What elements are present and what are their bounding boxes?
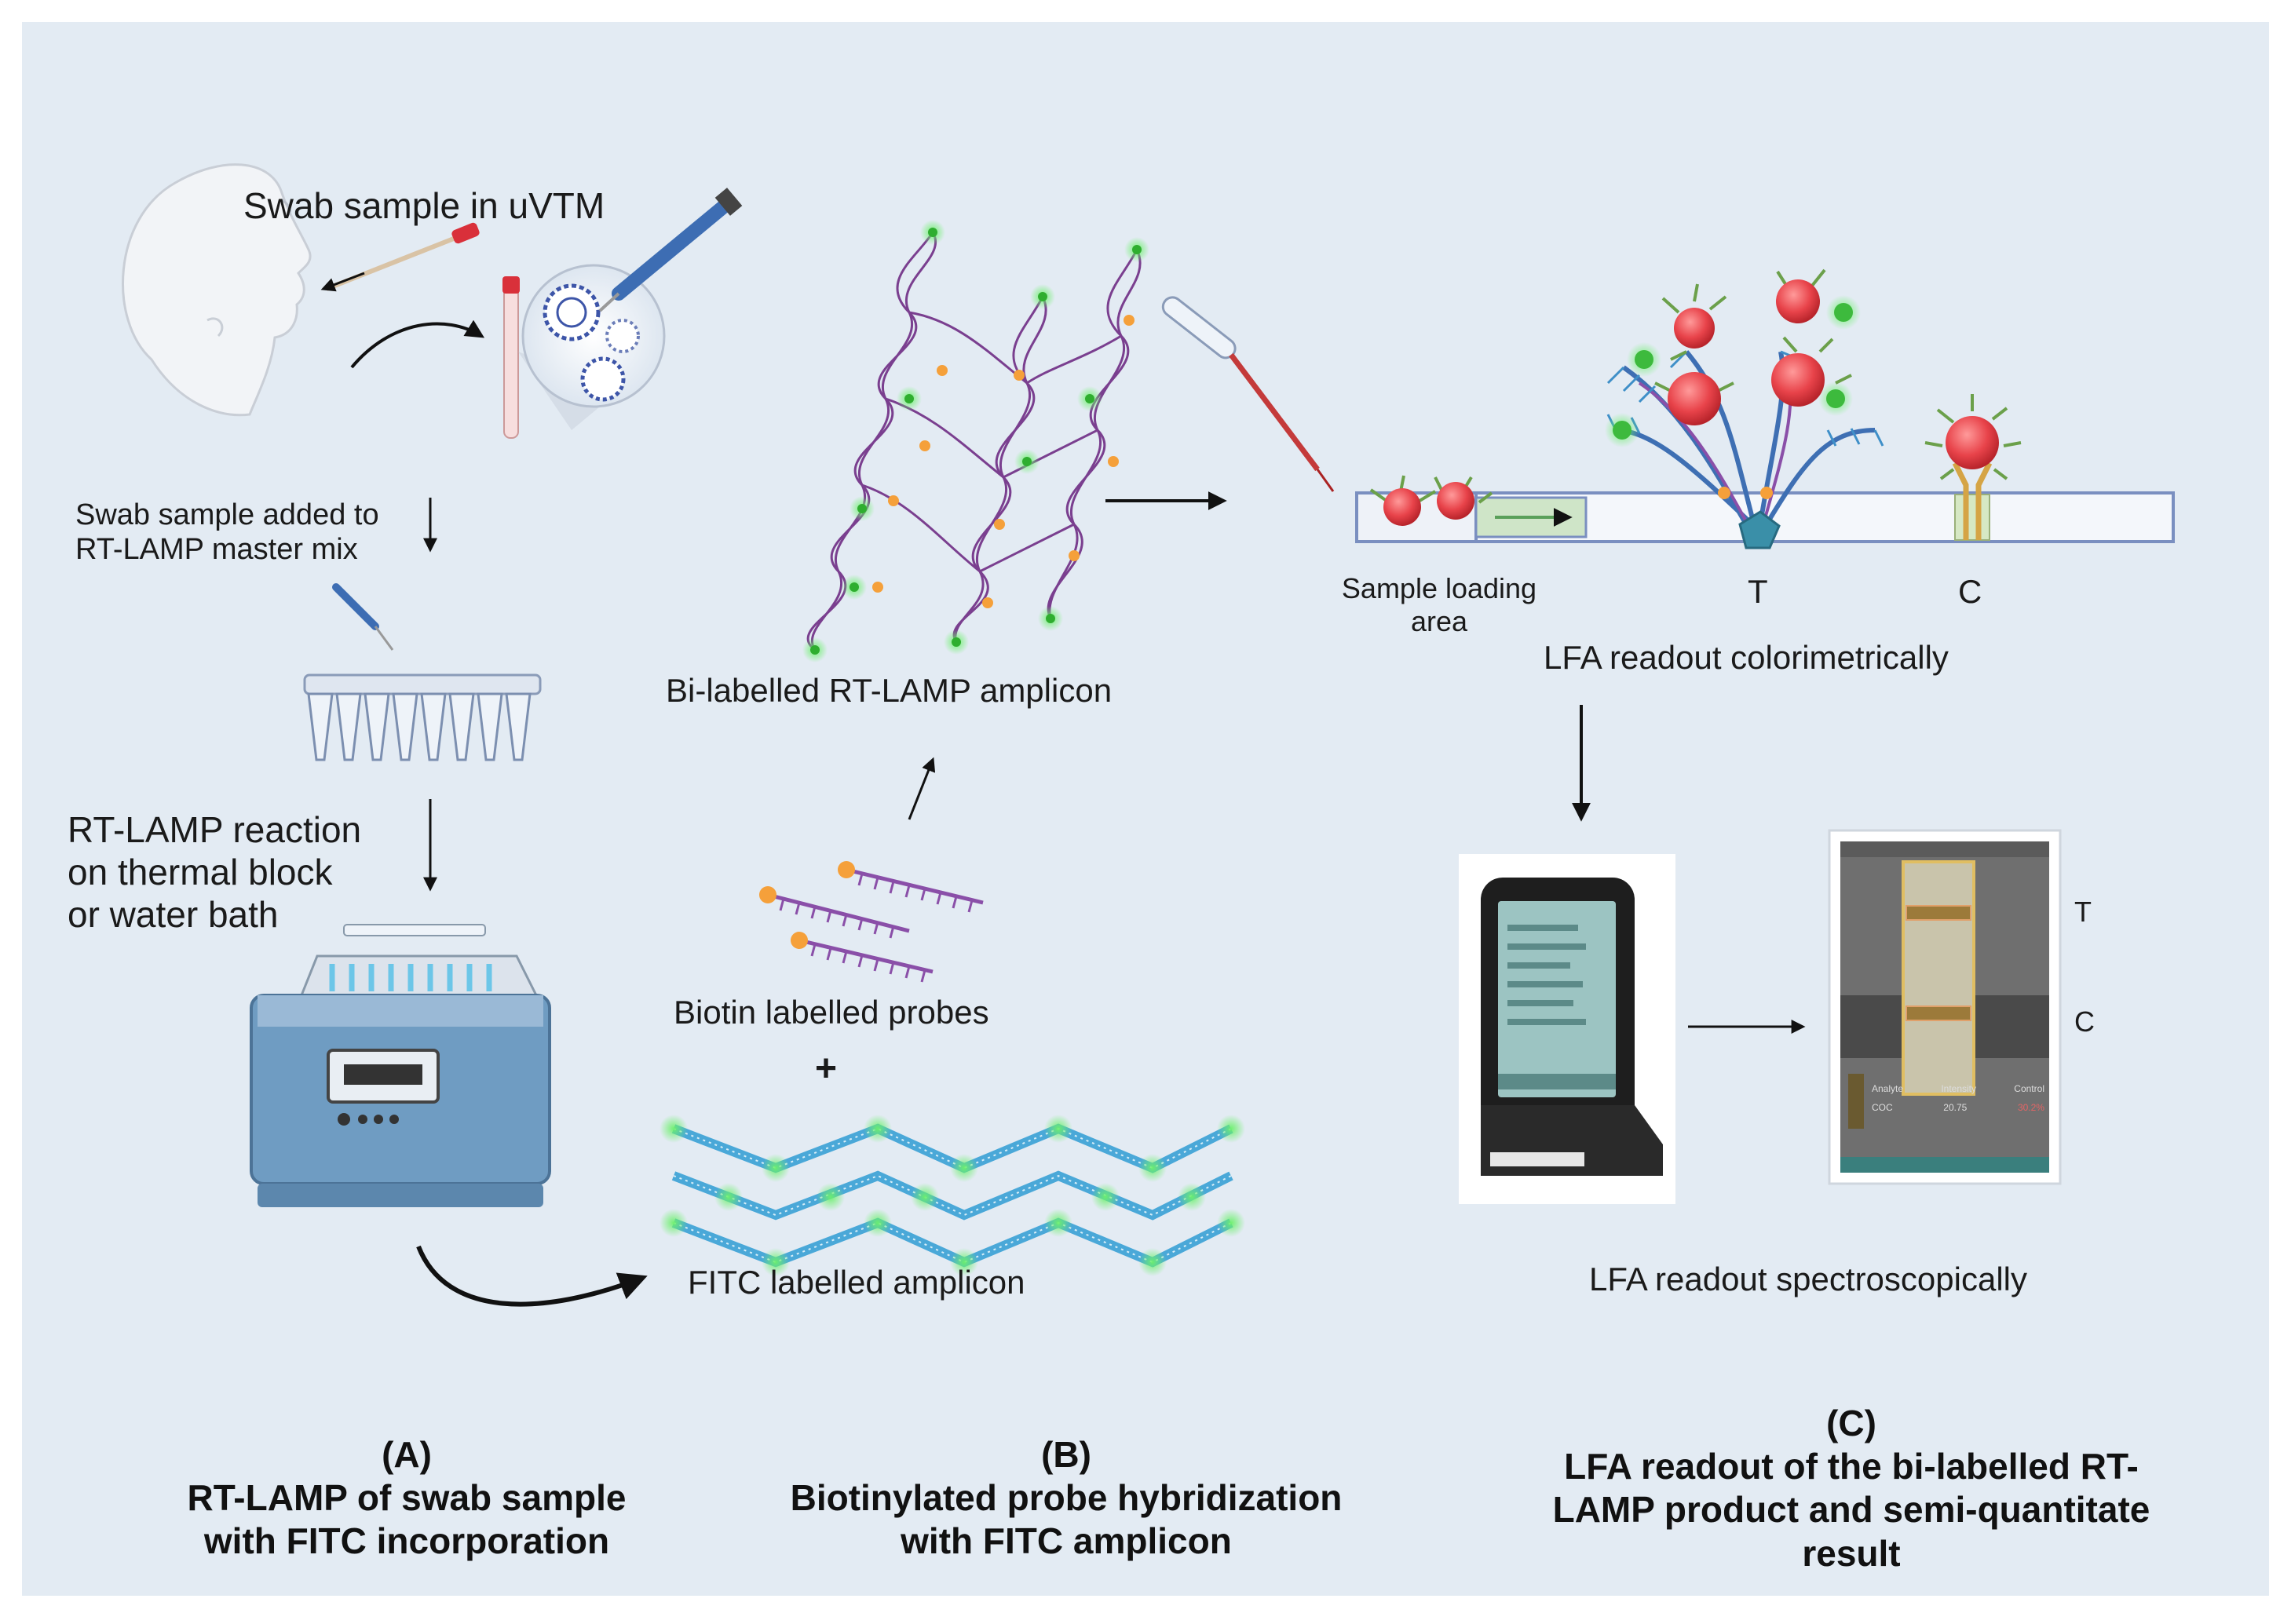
sample-pad-gold-particles bbox=[1369, 475, 1493, 526]
label-plus: + bbox=[815, 1048, 838, 1089]
caption-panel-a: (A) RT-LAMP of swab sample with FITC inc… bbox=[116, 1433, 697, 1564]
arrow-probes-up bbox=[908, 757, 936, 820]
label-reaction-line1: RT-LAMP reaction bbox=[68, 809, 362, 850]
dropper-pipette bbox=[1161, 296, 1335, 492]
caption-c-letter: (C) bbox=[1826, 1403, 1876, 1443]
label-sample-loading-line2: area bbox=[1410, 605, 1468, 637]
label-swab-sample: Swab sample in uVTM bbox=[243, 185, 605, 226]
thermal-block bbox=[250, 924, 551, 1207]
label-swab-added-line2: RT-LAMP master mix bbox=[75, 533, 358, 566]
reader-device-photo bbox=[1459, 854, 1675, 1204]
label-c-line: C bbox=[1958, 573, 1982, 610]
caption-panel-c: (C) LFA readout of the bi-labelled RT- L… bbox=[1514, 1402, 2189, 1575]
label-bi-labelled-amplicon: Bi-labelled RT-LAMP amplicon bbox=[666, 672, 1113, 709]
label-biotin-probes: Biotin labelled probes bbox=[674, 994, 989, 1031]
amplicon-fitc-markers bbox=[802, 220, 1149, 662]
biotin-probes bbox=[759, 861, 984, 983]
phone-table-header: Intensity bbox=[1941, 1083, 1977, 1094]
label-sample-loading-line1: Sample loading bbox=[1341, 572, 1537, 604]
arrow-swab-to-nose bbox=[320, 272, 365, 292]
fitc-amplicon-glow-markers bbox=[660, 1115, 1245, 1276]
label-lfa-spectroscopic: LFA readout spectroscopically bbox=[1589, 1261, 2027, 1297]
test-line-gold-particles bbox=[1654, 268, 1852, 425]
caption-c-line2: LAMP product and semi-quantitate bbox=[1552, 1489, 2150, 1531]
caption-c-line3: result bbox=[1802, 1532, 1901, 1574]
phone-table-cell: COC bbox=[1872, 1102, 1893, 1113]
control-line-complex bbox=[1924, 394, 2022, 540]
caption-b-line2: with FITC amplicon bbox=[901, 1520, 1232, 1562]
fitc-amplicon-strands bbox=[671, 1123, 1233, 1268]
phone-table-cell: 20.75 bbox=[1943, 1102, 1968, 1113]
label-phone-c: C bbox=[2074, 1005, 2095, 1038]
phone-table-cell: 30.2% bbox=[2017, 1102, 2044, 1113]
caption-panel-b: (B) Biotinylated probe hybridization wit… bbox=[760, 1433, 1372, 1564]
label-reaction-line3: or water bath bbox=[68, 894, 279, 935]
caption-b-line1: Biotinylated probe hybridization bbox=[790, 1477, 1343, 1519]
caption-a-line1: RT-LAMP of swab sample bbox=[187, 1477, 627, 1519]
arrow-to-tube bbox=[350, 319, 485, 369]
label-swab-added-line1: Swab sample added to bbox=[75, 498, 379, 531]
head-silhouette bbox=[122, 163, 312, 417]
caption-b-letter: (B) bbox=[1041, 1434, 1091, 1475]
caption-a-letter: (A) bbox=[382, 1434, 432, 1475]
pipette-top bbox=[598, 188, 743, 312]
small-pipette bbox=[332, 583, 394, 651]
arrow-curve-to-panel-b bbox=[416, 1245, 648, 1307]
figure-canvas: Swab sample in uVTM Swab sample added to… bbox=[22, 22, 2269, 1596]
label-fitc-amplicon: FITC labelled amplicon bbox=[688, 1264, 1025, 1301]
phone-screenshot bbox=[1828, 829, 2062, 1185]
test-line-complex bbox=[1605, 295, 1884, 549]
phone-table-header: Control bbox=[2014, 1083, 2044, 1094]
label-phone-t: T bbox=[2074, 896, 2092, 928]
phone-table: Analyte Intensity Control COC 20.75 30.2… bbox=[1872, 1083, 2044, 1113]
caption-c-line1: LFA readout of the bi-labelled RT- bbox=[1564, 1446, 2139, 1487]
label-reaction-line2: on thermal block bbox=[68, 852, 333, 892]
label-t-line: T bbox=[1748, 573, 1768, 610]
pcr-tube-strip bbox=[303, 673, 542, 761]
amplicon-biotin-markers bbox=[872, 315, 1135, 608]
label-lfa-colorimetric: LFA readout colorimetrically bbox=[1544, 639, 1949, 676]
virus-magnifier bbox=[521, 264, 666, 408]
schematic-artwork bbox=[122, 163, 2175, 1307]
caption-a-line2: with FITC incorporation bbox=[203, 1520, 610, 1562]
phone-table-header: Analyte bbox=[1872, 1083, 1904, 1094]
